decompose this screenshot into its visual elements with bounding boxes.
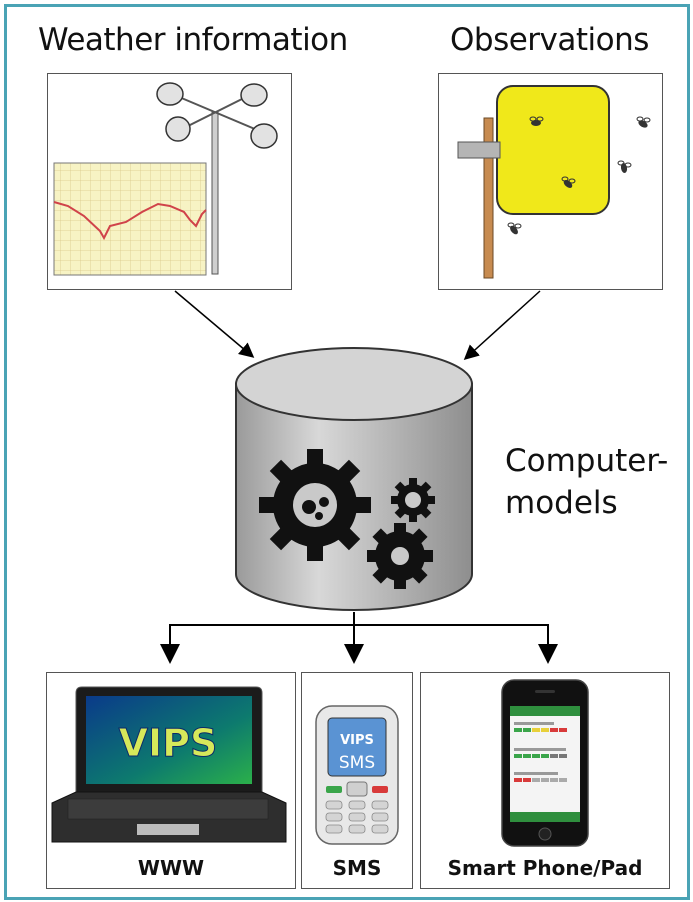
www-label: WWW	[137, 856, 205, 880]
smartphone-label: Smart Phone/Pad	[447, 856, 643, 880]
weather-curve	[53, 201, 207, 241]
arrow-weather-to-models	[174, 290, 255, 358]
anemometer-icon	[156, 82, 278, 275]
graph-paper-chart	[53, 162, 207, 276]
observations-title: Observations	[450, 22, 649, 58]
gears-icon	[259, 449, 435, 589]
distribution-arrows	[160, 612, 558, 664]
vips-logo-laptop: VIPS	[119, 721, 218, 765]
arrow-observations-to-models	[463, 290, 541, 361]
smartphone-icon	[501, 679, 589, 847]
vips-logo-phone: VIPS	[340, 733, 374, 748]
laptop-icon: VIPS	[51, 686, 287, 843]
sms-label: SMS	[332, 856, 382, 880]
computer-models-label-line2: models	[505, 485, 618, 521]
weather-information-title: Weather information	[38, 22, 348, 58]
insect-trap-icon	[457, 85, 651, 279]
computer-models-label-line1: Computer-	[505, 443, 669, 479]
computer-models-cylinder	[235, 347, 473, 611]
sms-screen-text: SMS	[339, 753, 375, 773]
mobile-phone-icon: VIPS SMS	[315, 705, 399, 845]
